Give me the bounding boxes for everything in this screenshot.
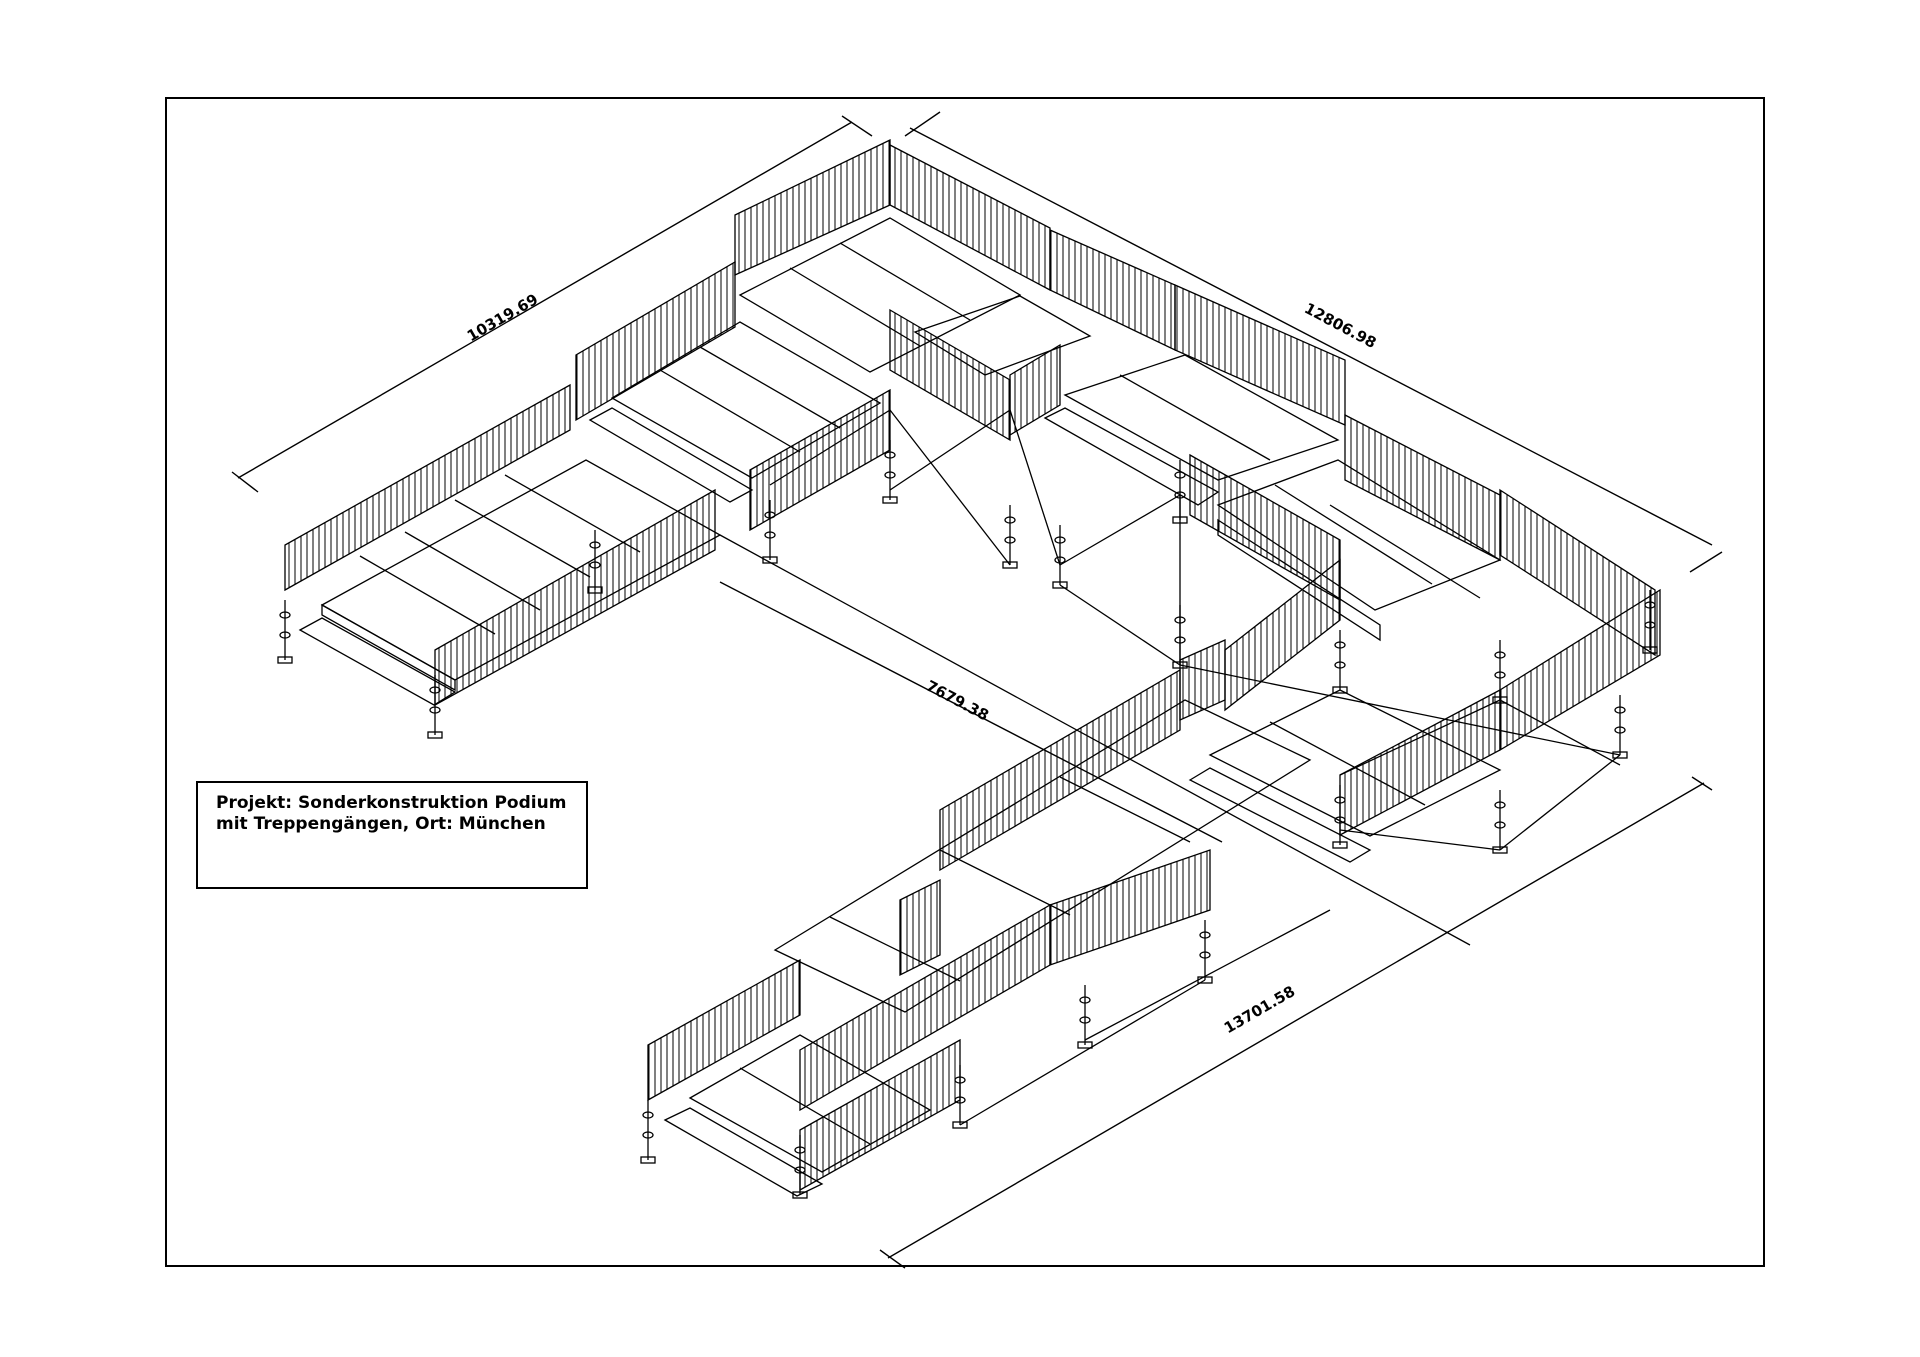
support-feet bbox=[277, 440, 1658, 1199]
dimension-bottom: 13701.58 bbox=[1221, 982, 1298, 1037]
railings bbox=[284, 138, 1661, 1192]
drawing-frame bbox=[165, 97, 1765, 1267]
dimension-right-top: 12806.98 bbox=[1301, 299, 1379, 352]
dimension-left-top: 10319.69 bbox=[464, 290, 541, 345]
title-line-1: Projekt: Sonderkonstruktion Podium bbox=[216, 793, 567, 813]
dimension-lines bbox=[231, 111, 1723, 1269]
dimension-middle: 7679.38 bbox=[923, 677, 992, 725]
title-line-2: mit Treppengängen, Ort: München bbox=[216, 814, 546, 834]
title-block: Projekt: Sonderkonstruktion Podium mit T… bbox=[196, 781, 588, 889]
